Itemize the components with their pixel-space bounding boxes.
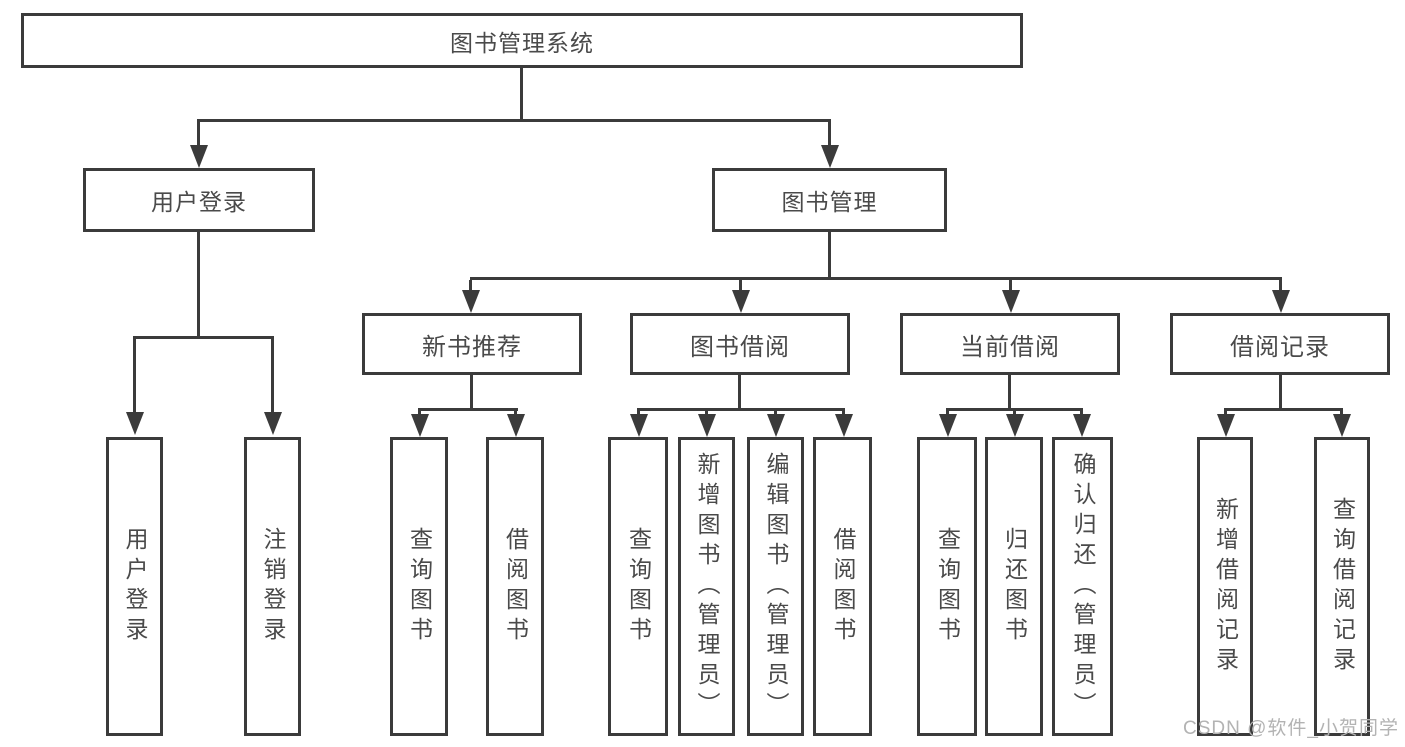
connector-userlogin-hbar (133, 336, 274, 339)
arrow-down-icon (190, 145, 208, 168)
leaf-borrowing-query-books-label: 查询图书 (625, 526, 652, 647)
leaf-current-confirm-return-admin-label: 确认归还（管理员） (1070, 451, 1096, 722)
leaf-current-confirm-return-admin: 确认归还（管理员） (1052, 437, 1113, 736)
node-root-library-system: 图书管理系统 (21, 13, 1023, 68)
connector-drop-user-login (197, 122, 200, 148)
arrow-down-icon (507, 414, 525, 437)
leaf-user-login: 用户登录 (106, 437, 163, 736)
arrow-down-icon (264, 412, 282, 435)
connector-drop-book-borrow (739, 280, 742, 292)
connector-newbook-hbar (418, 408, 518, 411)
connector-drop (774, 411, 777, 416)
leaf-records-query-record-label: 查询借阅记录 (1329, 496, 1356, 677)
leaf-current-query-books-label: 查询图书 (934, 526, 961, 647)
leaf-current-return-books: 归还图书 (985, 437, 1043, 736)
arrow-down-icon (835, 414, 853, 437)
leaf-user-login-label: 用户登录 (122, 526, 148, 647)
arrow-down-icon (732, 290, 750, 313)
node-borrow-records-label: 借阅记录 (1230, 333, 1330, 361)
arrow-down-icon (411, 414, 429, 437)
arrow-down-icon (462, 290, 480, 313)
leaf-records-query-record: 查询借阅记录 (1314, 437, 1370, 736)
node-current-borrowing-label: 当前借阅 (960, 333, 1060, 361)
connector-drop (1224, 411, 1227, 416)
connector-currentborrow-stem (1008, 375, 1011, 408)
connector-currentborrow-hbar (946, 408, 1083, 411)
connector-drop (514, 411, 517, 416)
connector-drop (1013, 411, 1016, 416)
arrow-down-icon (821, 145, 839, 168)
connector-drop (1080, 411, 1083, 416)
connector-drop (1340, 411, 1343, 416)
connector-bookborrow-hbar (637, 408, 845, 411)
leaf-logout: 注销登录 (244, 437, 301, 736)
node-book-management-label: 图书管理 (781, 189, 878, 215)
node-user-login: 用户登录 (83, 168, 315, 232)
leaf-logout-label: 注销登录 (260, 526, 286, 647)
arrow-down-icon (1333, 414, 1351, 437)
node-root-label: 图书管理系统 (450, 29, 594, 56)
arrow-down-icon (126, 412, 144, 435)
leaf-borrowing-query-books: 查询图书 (608, 437, 668, 736)
node-book-borrowing-label: 图书借阅 (690, 333, 790, 361)
leaf-borrowing-borrow-books-label: 借阅图书 (830, 526, 856, 647)
connector-borrowrecords-hbar (1224, 408, 1343, 411)
leaf-records-add-record: 新增借阅记录 (1197, 437, 1253, 736)
connector-drop-login-leaf (133, 339, 136, 413)
leaf-borrowing-add-books-admin: 新增图书（管理员） (678, 437, 735, 736)
leaf-recommend-borrow-books: 借阅图书 (486, 437, 544, 736)
leaf-records-add-record-label: 新增借阅记录 (1212, 496, 1239, 677)
node-user-login-label: 用户登录 (151, 189, 247, 215)
connector-borrowrecords-stem (1279, 375, 1282, 408)
connector-bookmgmt-stem (828, 232, 831, 277)
connector-drop-logout-leaf (271, 339, 274, 413)
connector-drop-borrow-records (1279, 280, 1282, 292)
connector-drop-current-borrow (1009, 280, 1012, 292)
leaf-borrowing-borrow-books: 借阅图书 (813, 437, 872, 736)
leaf-current-query-books: 查询图书 (917, 437, 977, 736)
node-book-borrowing: 图书借阅 (630, 313, 850, 375)
arrow-down-icon (1006, 414, 1024, 437)
leaf-current-return-books-label: 归还图书 (1001, 526, 1028, 647)
connector-newbook-stem (470, 375, 473, 408)
arrow-down-icon (1002, 290, 1020, 313)
node-new-book-recommend: 新书推荐 (362, 313, 582, 375)
leaf-recommend-query-books-label: 查询图书 (406, 526, 433, 647)
leaf-recommend-borrow-books-label: 借阅图书 (502, 526, 529, 647)
leaf-borrowing-edit-books-admin-label: 编辑图书（管理员） (763, 451, 789, 722)
connector-drop-book-management (828, 122, 831, 148)
arrow-down-icon (630, 414, 648, 437)
connector-drop (637, 411, 640, 416)
arrow-down-icon (767, 414, 785, 437)
arrow-down-icon (1217, 414, 1235, 437)
connector-drop-new-book (469, 280, 472, 292)
arrow-down-icon (939, 414, 957, 437)
arrow-down-icon (1073, 414, 1091, 437)
csdn-watermark: CSDN @软件_小贺同学 (1183, 718, 1399, 739)
leaf-borrowing-add-books-admin-label: 新增图书（管理员） (694, 451, 720, 722)
leaf-recommend-query-books: 查询图书 (390, 437, 448, 736)
connector-bookborrow-stem (738, 375, 741, 408)
node-new-book-recommend-label: 新书推荐 (422, 333, 522, 361)
node-borrow-records: 借阅记录 (1170, 313, 1390, 375)
node-book-management: 图书管理 (712, 168, 947, 232)
connector-drop (946, 411, 949, 416)
connector-drop (705, 411, 708, 416)
leaf-borrowing-edit-books-admin: 编辑图书（管理员） (747, 437, 804, 736)
connector-userlogin-stem (197, 232, 200, 336)
arrow-down-icon (1272, 290, 1290, 313)
connector-drop (842, 411, 845, 416)
node-current-borrowing: 当前借阅 (900, 313, 1120, 375)
connector-root-stem (520, 68, 523, 119)
arrow-down-icon (698, 414, 716, 437)
connector-drop (418, 411, 421, 416)
connector-root-hbar (197, 119, 831, 122)
connector-bookmgmt-hbar (470, 277, 1282, 280)
